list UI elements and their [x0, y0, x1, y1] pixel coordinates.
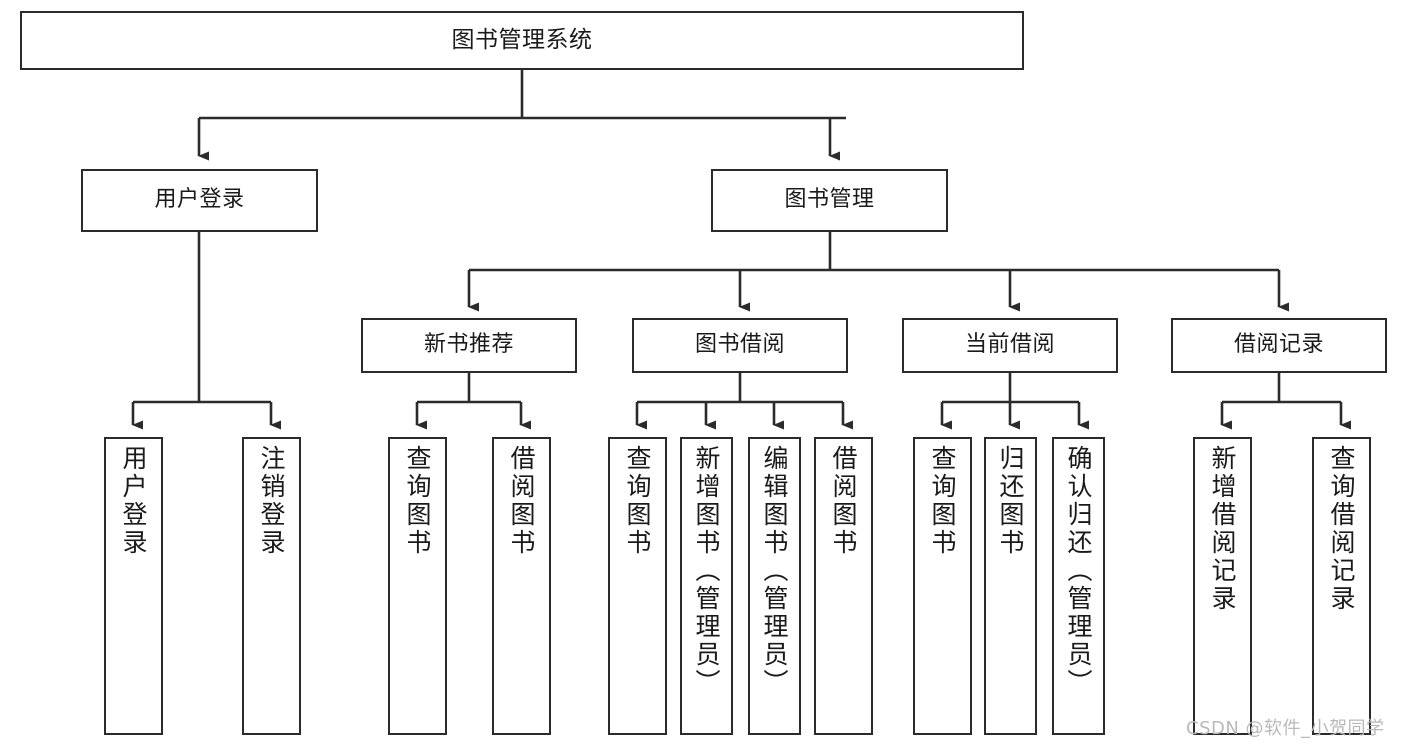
leaf-label: 新增图书（管理员）	[692, 445, 721, 697]
watermark-text: CSDN @软件_小贺同学	[1186, 718, 1385, 739]
leaf-user-login-logout[interactable]: 注销登录	[242, 437, 301, 735]
node-book-borrow[interactable]: 图书借阅	[632, 318, 848, 373]
node-root[interactable]: 图书管理系统	[20, 11, 1024, 70]
node-new-book-recommend-label: 新书推荐	[423, 332, 514, 358]
node-borrow-record[interactable]: 借阅记录	[1171, 318, 1387, 373]
leaf-borrow-add-book-admin[interactable]: 新增图书（管理员）	[680, 437, 733, 735]
node-book-management[interactable]: 图书管理	[711, 169, 948, 232]
leaf-borrow-query-book[interactable]: 查询图书	[608, 437, 667, 735]
node-current-borrow-label: 当前借阅	[964, 332, 1055, 358]
node-new-book-recommend[interactable]: 新书推荐	[361, 318, 577, 373]
leaf-borrow-borrow-book[interactable]: 借阅图书	[814, 437, 873, 735]
node-current-borrow[interactable]: 当前借阅	[902, 318, 1118, 373]
node-book-management-label: 图书管理	[784, 187, 875, 213]
leaf-label: 查询借阅记录	[1327, 445, 1356, 613]
leaf-label: 用户登录	[119, 445, 148, 557]
leaf-label: 查询图书	[403, 445, 432, 557]
node-user-login-label: 用户登录	[154, 187, 245, 213]
leaf-label: 查询图书	[623, 445, 652, 557]
leaf-record-query-record[interactable]: 查询借阅记录	[1312, 437, 1371, 735]
leaf-label: 查询图书	[928, 445, 957, 557]
leaf-current-return-book[interactable]: 归还图书	[984, 437, 1037, 735]
node-borrow-record-label: 借阅记录	[1233, 332, 1324, 358]
leaf-label: 注销登录	[257, 445, 286, 557]
leaf-label: 借阅图书	[507, 445, 536, 557]
leaf-newbook-borrow-book[interactable]: 借阅图书	[492, 437, 551, 735]
leaf-record-add-record[interactable]: 新增借阅记录	[1193, 437, 1252, 735]
node-user-login[interactable]: 用户登录	[81, 169, 318, 232]
leaf-newbook-query-book[interactable]: 查询图书	[388, 437, 447, 735]
leaf-current-confirm-return-admin[interactable]: 确认归还（管理员）	[1052, 437, 1105, 735]
leaf-label: 确认归还（管理员）	[1064, 445, 1093, 697]
leaf-label: 归还图书	[996, 445, 1025, 557]
leaf-label: 编辑图书（管理员）	[760, 445, 789, 697]
leaf-label: 借阅图书	[829, 445, 858, 557]
node-book-borrow-label: 图书借阅	[694, 332, 785, 358]
node-root-label: 图书管理系统	[451, 26, 593, 53]
leaf-user-login-login[interactable]: 用户登录	[104, 437, 163, 735]
leaf-label: 新增借阅记录	[1208, 445, 1237, 613]
leaf-borrow-edit-book-admin[interactable]: 编辑图书（管理员）	[748, 437, 801, 735]
leaf-current-query-book[interactable]: 查询图书	[913, 437, 972, 735]
